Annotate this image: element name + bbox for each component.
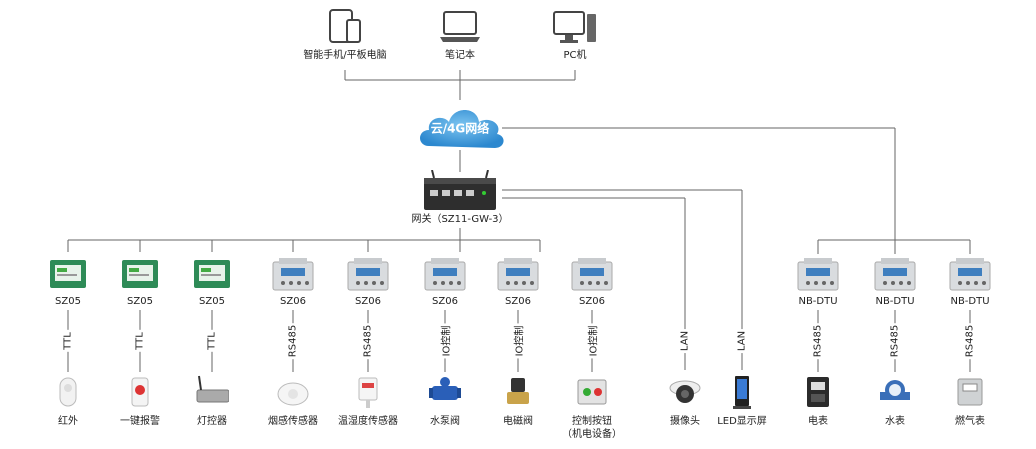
device-name-label: 红外 [58, 416, 78, 427]
tablet-phone-icon [329, 9, 361, 43]
device-name-label: 水表 [885, 416, 905, 427]
alarm-button-icon [131, 377, 149, 407]
water-meter-icon [880, 380, 910, 400]
device-label-laptop: 笔记本 [445, 50, 475, 61]
desktop-pc-icon [553, 11, 596, 43]
link-type-label: TTL [62, 330, 74, 352]
link-type-label: TTL [134, 330, 146, 352]
gateway-label: 网关（SZ11-GW-3） [411, 214, 509, 225]
module-sz05-2-icon [194, 260, 230, 288]
device-name-label: 温湿度传感器 [338, 416, 398, 427]
module-model-label: SZ06 [280, 296, 306, 307]
module-sz05-1-icon [122, 260, 158, 288]
module-model-label: SZ05 [199, 296, 225, 307]
infrared-sensor-icon [59, 377, 77, 407]
module-model-label: SZ06 [355, 296, 381, 307]
link-type-label: RS485 [812, 322, 824, 360]
module-model-label: NB-DTU [950, 296, 990, 307]
module-model-label: NB-DTU [875, 296, 915, 307]
gas-meter-icon [957, 378, 983, 406]
module-model-label: NB-DTU [798, 296, 838, 307]
link-type-label: RS485 [964, 322, 976, 360]
module-model-label: SZ05 [127, 296, 153, 307]
camera-icon [669, 380, 701, 403]
device-name-label: 控制按钮 [572, 416, 612, 427]
water-pump-valve-icon [429, 377, 461, 400]
electric-meter-icon [807, 377, 829, 407]
device-name-label: 燃气表 [955, 416, 985, 427]
module-sz06-6-icon [497, 258, 539, 291]
link-type-label: IO控制 [510, 323, 526, 359]
device-label-pc: PC机 [563, 50, 587, 61]
device-name-label: 灯控器 [197, 416, 227, 427]
solenoid-valve-icon [507, 378, 529, 404]
device-name-label: 水泵阀 [430, 416, 460, 427]
module-sz06-3-icon [272, 258, 314, 291]
device-name-label: 电表 [808, 416, 828, 427]
link-type-label: RS485 [889, 322, 901, 360]
cloud-icon [420, 110, 504, 148]
link-type-label: TTL [206, 330, 218, 352]
link-type-label: IO控制 [437, 323, 453, 359]
device-name-label: 摄像头 [670, 416, 700, 427]
link-type-label: LAN [679, 328, 691, 354]
light-controller-icon [196, 375, 229, 403]
link-type-label: RS485 [287, 322, 299, 360]
module-sz06-7-icon [571, 258, 613, 291]
module-nb-dtu-0-icon [797, 258, 839, 291]
led-display-icon [733, 376, 751, 409]
module-model-label: SZ06 [432, 296, 458, 307]
module-nb-dtu-2-icon [949, 258, 991, 291]
module-model-label: SZ06 [579, 296, 605, 307]
device-name-label: 一键报警 [120, 416, 160, 427]
smoke-sensor-icon [277, 382, 309, 406]
module-model-label: SZ05 [55, 296, 81, 307]
link-type-label: LAN [736, 328, 748, 354]
module-sz06-4-icon [347, 258, 389, 291]
device-name-label-line2: （机电设备） [562, 429, 622, 440]
control-button-box-icon [577, 379, 607, 405]
link-type-label: IO控制 [584, 323, 600, 359]
module-nb-dtu-1-icon [874, 258, 916, 291]
gateway-router-icon [424, 170, 496, 210]
module-sz06-5-icon [424, 258, 466, 291]
device-name-label: 烟感传感器 [268, 416, 318, 427]
device-name-label: LED显示屏 [717, 416, 767, 427]
module-sz05-0-icon [50, 260, 86, 288]
device-label-tablet: 智能手机/平板电脑 [303, 50, 387, 61]
device-name-label: 电磁阀 [503, 416, 533, 427]
cloud-label: 云/4G网络 [430, 121, 490, 136]
module-model-label: SZ06 [505, 296, 531, 307]
temp-humidity-sensor-icon [358, 377, 378, 408]
link-type-label: RS485 [362, 322, 374, 360]
laptop-icon [440, 11, 480, 42]
